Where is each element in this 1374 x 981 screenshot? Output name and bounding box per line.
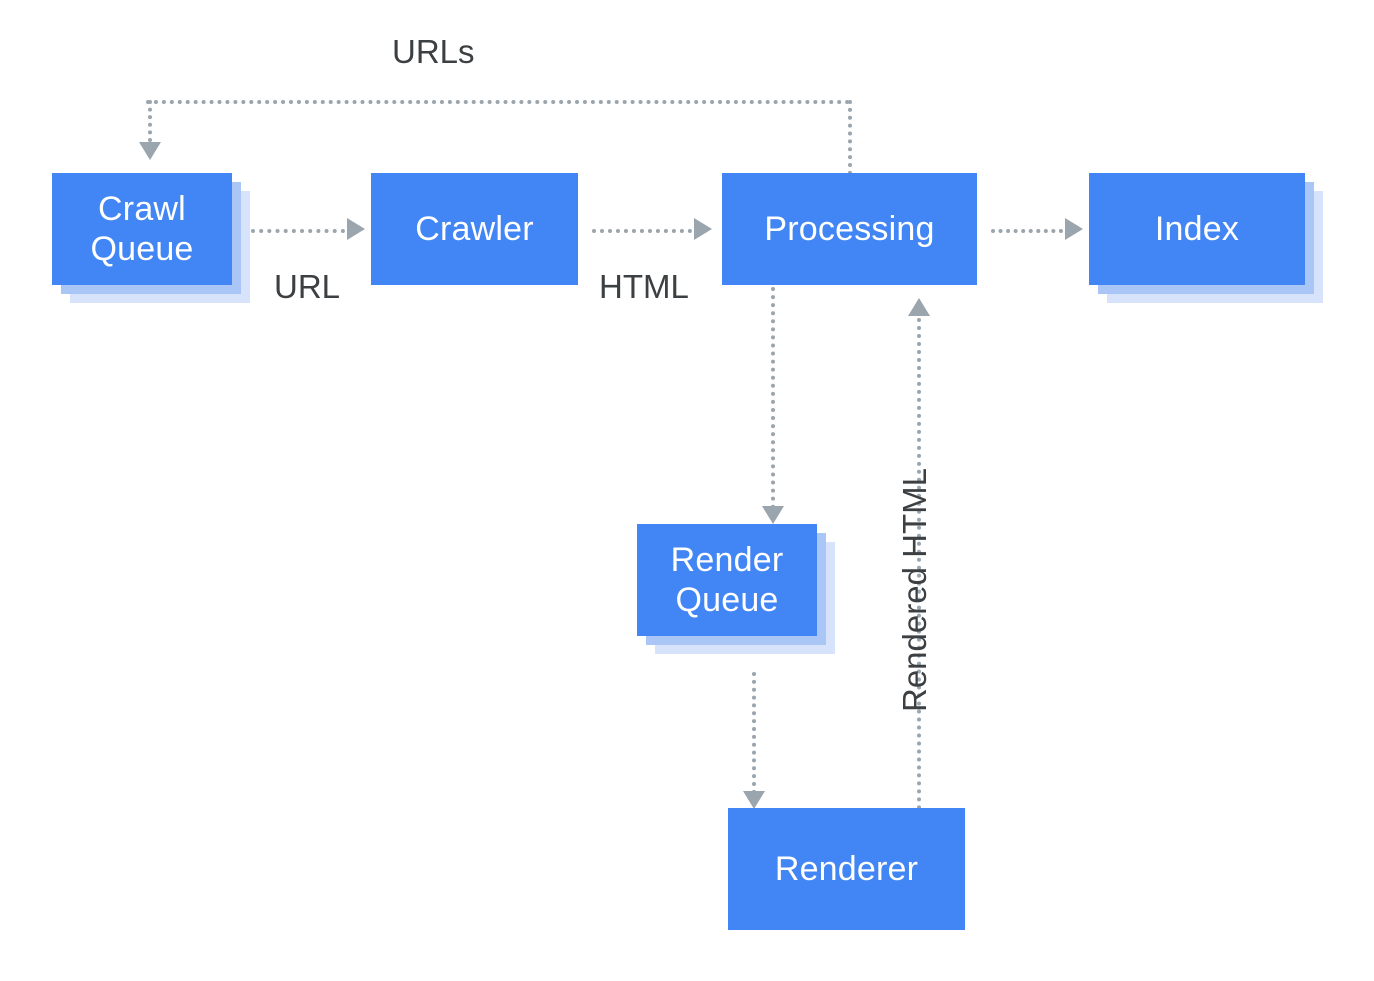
node-processing-label: Processing [764, 209, 935, 248]
renderer-edge-line [752, 672, 756, 794]
node-index[interactable]: Index [1089, 173, 1305, 285]
node-renderer-label: Renderer [774, 849, 919, 888]
index-edge-line [991, 229, 1063, 233]
edge-label-rendered-html: Rendered HTML [896, 468, 933, 712]
node-crawl-queue-label: Crawl Queue [90, 189, 194, 268]
urls-edge-segment-up [848, 100, 852, 175]
url-edge-arrowhead [347, 218, 365, 240]
html-edge-arrowhead [694, 218, 712, 240]
url-edge-line [251, 229, 345, 233]
urls-edge-arrowhead [139, 142, 161, 160]
node-crawl-queue[interactable]: Crawl Queue [52, 173, 232, 285]
node-render-queue[interactable]: Render Queue [637, 524, 817, 636]
rendered-html-edge-line [917, 318, 921, 810]
render-queue-edge-arrowhead [762, 506, 784, 524]
node-crawler-label: Crawler [415, 209, 534, 248]
index-edge-arrowhead [1065, 218, 1083, 240]
html-edge-line [592, 229, 692, 233]
edge-label-html: HTML [599, 268, 689, 305]
edge-label-url: URL [274, 268, 341, 305]
node-renderer[interactable]: Renderer [728, 808, 965, 930]
node-crawler[interactable]: Crawler [371, 173, 578, 285]
urls-edge-segment-across [146, 100, 850, 104]
render-queue-edge-line [771, 287, 775, 509]
node-index-label: Index [1154, 209, 1240, 248]
node-render-queue-label: Render Queue [670, 540, 784, 619]
renderer-edge-arrowhead [743, 791, 765, 809]
urls-edge-segment-down [148, 100, 152, 142]
rendered-html-edge-arrowhead [908, 298, 930, 316]
node-processing[interactable]: Processing [722, 173, 977, 285]
edge-label-urls: URLs [392, 33, 475, 70]
